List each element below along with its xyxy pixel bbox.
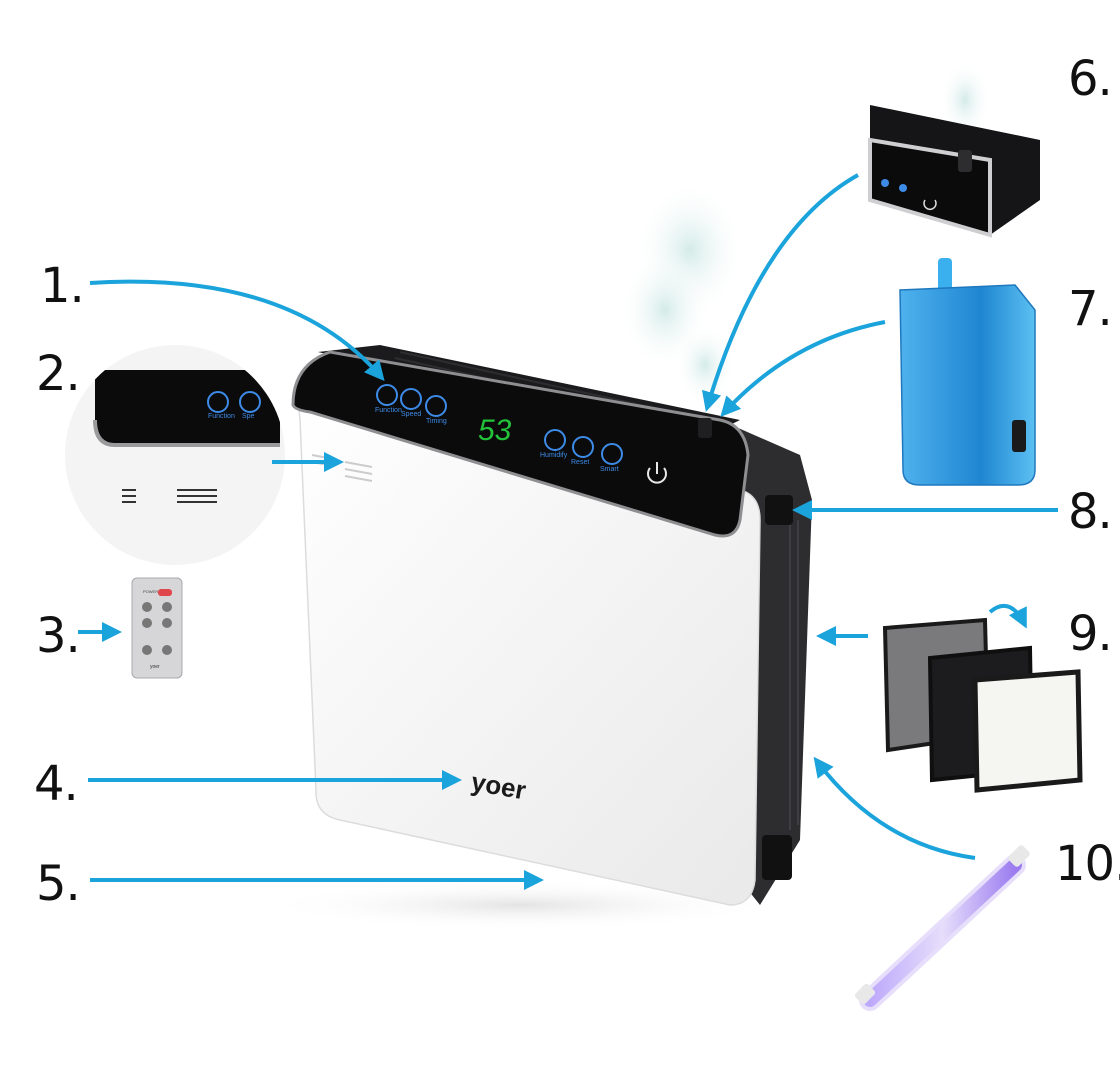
function-button[interactable]: Function	[375, 384, 402, 414]
svg-text:Function: Function	[208, 413, 235, 420]
arrow-7	[720, 320, 886, 417]
rotate-arrow-icon	[988, 603, 1027, 629]
mist-nozzle	[698, 418, 712, 438]
arrow-6	[701, 173, 859, 412]
svg-text:Timing: Timing	[426, 418, 447, 425]
zoom-indicator-detail: Function Spe	[65, 345, 285, 565]
svg-text:POWER: POWER	[143, 589, 158, 594]
mist-plume	[620, 180, 745, 405]
arrow-10	[813, 756, 976, 860]
callout-3: 3.	[36, 608, 81, 664]
svg-text:Humidify: Humidify	[540, 452, 568, 459]
smart-button[interactable]: Smart	[600, 443, 623, 473]
svg-text:Speed: Speed	[401, 411, 421, 418]
svg-text:Smart: Smart	[600, 466, 619, 473]
svg-text:Function: Function	[375, 407, 402, 414]
callout-8: 8.	[1068, 484, 1113, 540]
side-vent-slots	[789, 520, 799, 830]
power-icon[interactable]	[647, 462, 667, 484]
speed-button[interactable]: Speed	[400, 388, 422, 418]
svg-text:yoer: yoer	[150, 664, 160, 670]
callout-10: 10.	[1055, 836, 1120, 892]
filter-set	[882, 603, 1083, 793]
callout-1: 1.	[40, 258, 85, 314]
control-panel	[291, 350, 750, 538]
zoom-speed-icon	[239, 391, 261, 413]
zoom-dashes	[122, 489, 217, 503]
panel-buttons: Function Speed Timing 53 Humidify Reset	[375, 384, 667, 484]
callout-5: 5.	[36, 856, 81, 912]
uv-lamp	[854, 845, 1030, 1011]
svg-text:Spe: Spe	[242, 413, 255, 420]
remote-control: POWER yoer	[131, 577, 183, 679]
timing-button[interactable]: Timing	[425, 395, 447, 425]
callout-arrows	[78, 173, 1058, 890]
air-purifier-unit: Function Speed Timing 53 Humidify Reset	[291, 345, 812, 906]
arrow-1	[89, 279, 385, 382]
power-icon	[923, 199, 937, 210]
callout-4: 4.	[34, 756, 79, 812]
callout-6: 6.	[1068, 51, 1113, 107]
humidify-button[interactable]: Humidify	[540, 429, 568, 459]
side-clip-bottom	[762, 835, 792, 880]
callout-2: 2.	[36, 346, 81, 402]
reset-button[interactable]: Reset	[571, 436, 594, 466]
floor-shadow	[260, 880, 780, 930]
zoom-mist-outlet	[845, 60, 1065, 280]
callout-7: 7.	[1068, 281, 1113, 337]
svg-text:Reset: Reset	[571, 459, 589, 466]
humidity-display: 53	[478, 414, 512, 447]
side-clip-top	[765, 495, 793, 525]
zoom-function-icon	[207, 391, 229, 413]
callout-9: 9.	[1068, 606, 1113, 662]
water-tank	[899, 258, 1036, 486]
